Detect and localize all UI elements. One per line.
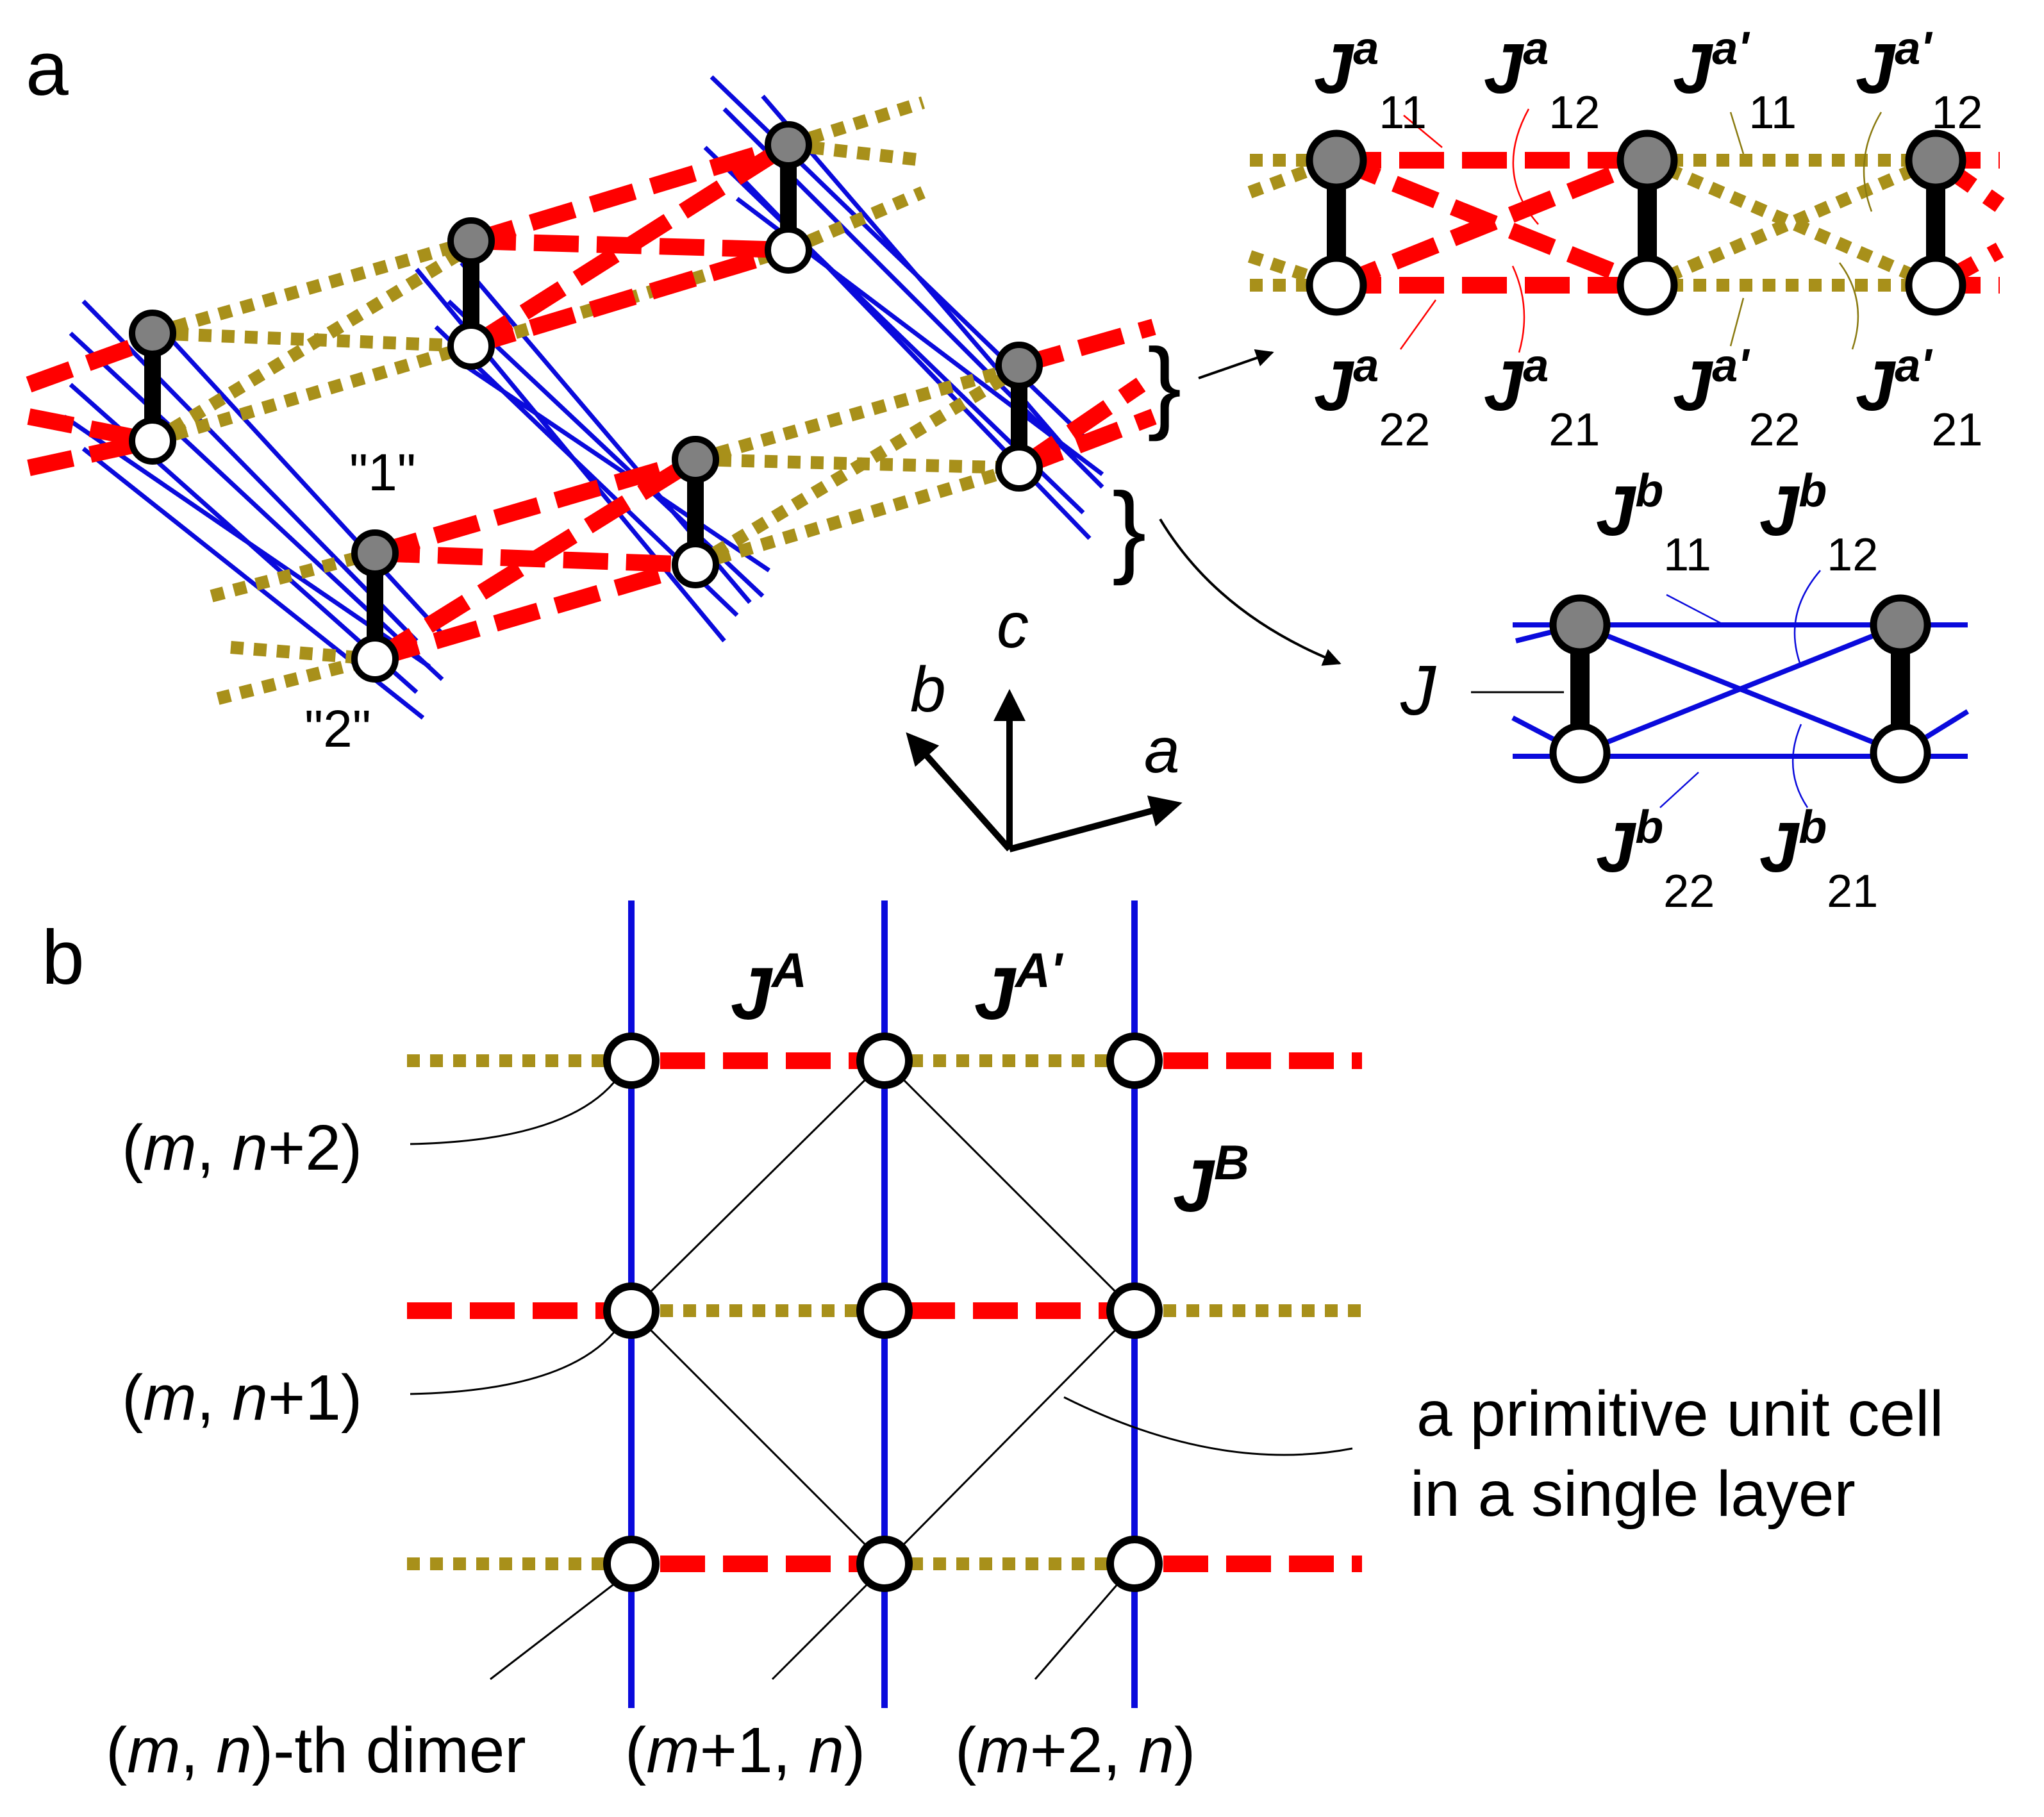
- arrow-to-jb-detail: [1159, 518, 1342, 666]
- panel-b-leaders: [410, 1076, 1353, 1680]
- site-2: [765, 226, 812, 274]
- dimer-site: [603, 1536, 660, 1592]
- dimers-panel-a: [129, 121, 1043, 683]
- crystal-axes: [906, 689, 1183, 852]
- dimer-site: [603, 1282, 660, 1339]
- axis-a-label: a: [1144, 715, 1180, 786]
- coupling-label-ja22: Ja22: [1314, 340, 1430, 456]
- dimer-site: [603, 1033, 660, 1089]
- site-2: [1306, 254, 1367, 316]
- site-2: [995, 444, 1043, 492]
- site-1: [129, 310, 176, 357]
- coupling-label-jap21: Ja'21: [1856, 340, 1982, 456]
- site-1: [1616, 129, 1678, 191]
- coupling-label-JAp: JA': [974, 943, 1064, 1035]
- coupling-label-jb12: Jb12: [1759, 465, 1878, 581]
- jb-detail: J Jb11 Jb12 Jb22 Jb21: [1400, 465, 1970, 917]
- site-2: [1870, 722, 1931, 784]
- site-2: [672, 541, 719, 588]
- site-label-m2-n: (m+2, n): [955, 1714, 1195, 1786]
- coupling-label-jb22: Jb22: [1596, 802, 1715, 917]
- site-1: [1870, 594, 1931, 656]
- coupling-label-jap11: Ja'11: [1673, 23, 1797, 138]
- site-2: [447, 322, 495, 370]
- panel-b: b: [42, 900, 1944, 1786]
- site-1: [1549, 594, 1611, 656]
- site-2: [1549, 722, 1611, 784]
- unit-cell-caption-line2: in a single layer: [1410, 1458, 1856, 1530]
- dimer: [447, 217, 495, 370]
- site-label-m-n1: (m, n+1): [122, 1362, 362, 1434]
- dimer-site: [1106, 1282, 1163, 1339]
- ja-bonds-panel-a: [26, 137, 1157, 667]
- coupling-label-ja21: Ja21: [1484, 340, 1600, 456]
- dimer: [765, 121, 812, 274]
- intra-dimer-J-label: J: [1400, 651, 1436, 730]
- coupling-label-ja12: Ja12: [1484, 23, 1600, 138]
- site-label-m-n: (m, n)-th dimer: [106, 1714, 526, 1786]
- site-1: [1905, 129, 1966, 191]
- site-1: [351, 529, 399, 577]
- panel-a: a: [26, 23, 2005, 917]
- coupling-label-jap12: Ja'12: [1856, 23, 1982, 138]
- jap-bonds-panel-b: [407, 1054, 1362, 1570]
- site-label-m1-n: (m+1, n): [625, 1714, 865, 1786]
- ja-detail-dimers: [1306, 129, 1966, 316]
- brace-jb-chain: }: [1112, 471, 1146, 586]
- axis-b-label: b: [910, 654, 946, 726]
- dimer-site: [856, 1282, 913, 1339]
- site-1: [672, 436, 719, 483]
- site-1: [995, 342, 1043, 389]
- dimer-site: [1106, 1033, 1163, 1089]
- dimer: [351, 529, 399, 683]
- unit-cell-caption-line1: a primitive unit cell: [1417, 1378, 1944, 1450]
- dimer: [995, 342, 1043, 492]
- dimer-site: [1106, 1536, 1163, 1592]
- site-1: [765, 121, 812, 169]
- coupling-label-JA: JA: [731, 943, 807, 1035]
- coupling-label-jap22: Ja'22: [1673, 340, 1800, 456]
- site-2: [1905, 254, 1966, 316]
- coupling-label-jb11: Jb11: [1596, 465, 1711, 581]
- site-2: [351, 635, 399, 683]
- panel-b-label: b: [42, 915, 85, 1000]
- site-2: [129, 417, 176, 465]
- site-label-m-n2: (m, n+2): [122, 1112, 362, 1184]
- site-1-label: "1": [349, 444, 416, 502]
- site-2: [1616, 254, 1678, 316]
- dimer: [129, 310, 176, 465]
- coupling-label-jb21: Jb21: [1759, 802, 1878, 917]
- dimer: [672, 436, 719, 588]
- coupling-label-ja11: Ja11: [1314, 23, 1427, 138]
- ja-bonds-panel-b: [407, 1052, 1362, 1572]
- panel-a-label: a: [26, 26, 69, 112]
- dimer-site: [856, 1033, 913, 1089]
- coupling-label-JB: JB: [1173, 1136, 1249, 1227]
- dimer-sites-panel-b: [603, 1033, 1163, 1592]
- dimer-site: [856, 1536, 913, 1592]
- axis-c-label: c: [997, 590, 1029, 661]
- arrow-to-ja-detail: [1198, 349, 1274, 379]
- site-1: [1306, 129, 1367, 191]
- site-2-label: "2": [304, 700, 371, 758]
- ja-detail: Ja11 Ja12 Ja'11 Ja'12 Ja22 Ja21 Ja'22 Ja…: [1247, 23, 2005, 456]
- jap-bonds-panel-a: [149, 96, 1029, 705]
- brace-ja-chain: }: [1147, 327, 1181, 442]
- site-1: [447, 217, 495, 265]
